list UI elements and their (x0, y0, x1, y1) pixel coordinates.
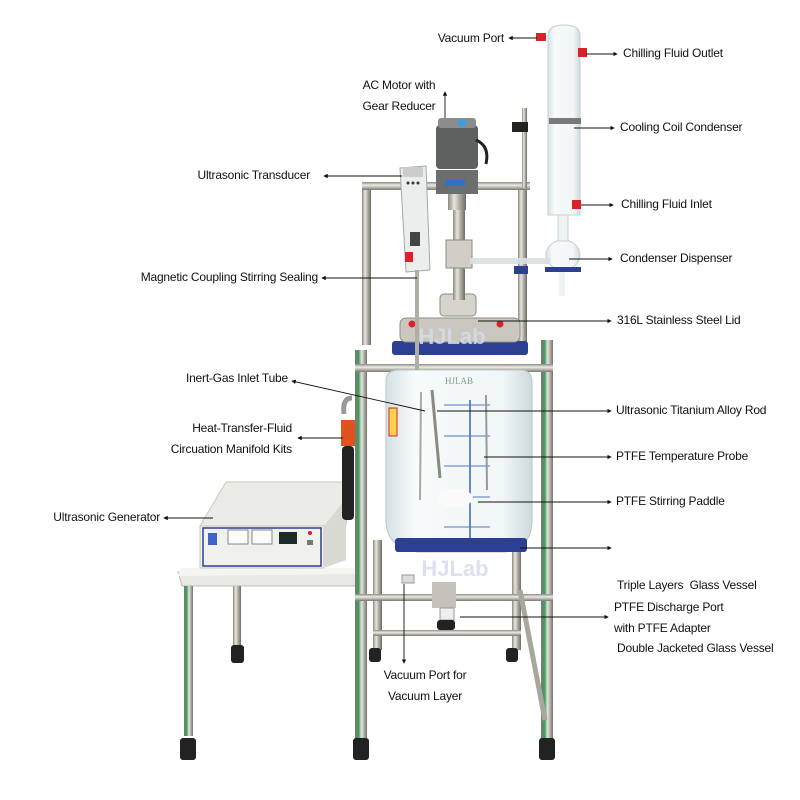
label-chilling-fluid-outlet: Chilling Fluid Outlet (623, 46, 723, 60)
side-table (177, 568, 363, 760)
condenser-column (470, 24, 587, 296)
label-ac-motor: AC Motor with Gear Reducer (362, 78, 436, 113)
label-heat-transfer-manifold: Heat-Transfer-Fluid Circuation Manifold … (170, 421, 292, 456)
label-magnetic-coupling: Magnetic Coupling Stirring Sealing (140, 270, 319, 284)
label-stirring-paddle: PTFE Stirring Paddle (616, 494, 725, 508)
label-ultrasonic-generator: Ultrasonic Generator (53, 510, 160, 524)
ultrasonic-generator-unit (199, 481, 351, 569)
label-chilling-fluid-inlet: Chilling Fluid Inlet (621, 197, 712, 211)
heat-transfer-manifold-unit (341, 395, 355, 520)
label-stainless-lid: 316L Stainless Steel Lid (617, 313, 741, 327)
vessel-watermark: HJLAB (445, 376, 473, 386)
label-vacuum-port: Vacuum Port (437, 31, 504, 45)
brand-watermark-bottom: HJLab (421, 556, 488, 581)
label-glass-vessel: Triple Layers Glass Vessel Double Jacket… (617, 578, 774, 655)
label-cooling-coil-condenser: Cooling Coil Condenser (620, 120, 743, 134)
ultrasonic-transducer-unit (399, 165, 431, 370)
brand-watermark-top: HJLab (418, 324, 485, 349)
label-temperature-probe: PTFE Temperature Probe (616, 449, 749, 463)
glass-vessel-body: HJLAB (385, 369, 533, 553)
label-ultrasonic-transducer: Ultrasonic Transducer (197, 168, 310, 182)
motor-assembly (436, 118, 489, 300)
label-inert-gas-inlet: Inert-Gas Inlet Tube (185, 371, 288, 385)
label-condenser-dispenser: Condenser Dispenser (620, 251, 733, 265)
label-vacuum-layer-port: Vacuum Port for Vacuum Layer (383, 668, 467, 703)
label-discharge-port: PTFE Discharge Port with PTFE Adapter (614, 600, 724, 635)
leader-lines (163, 35, 618, 664)
label-titanium-rod: Ultrasonic Titanium Alloy Rod (616, 403, 767, 417)
lid-assembly: HJLab HJLab (392, 293, 528, 630)
